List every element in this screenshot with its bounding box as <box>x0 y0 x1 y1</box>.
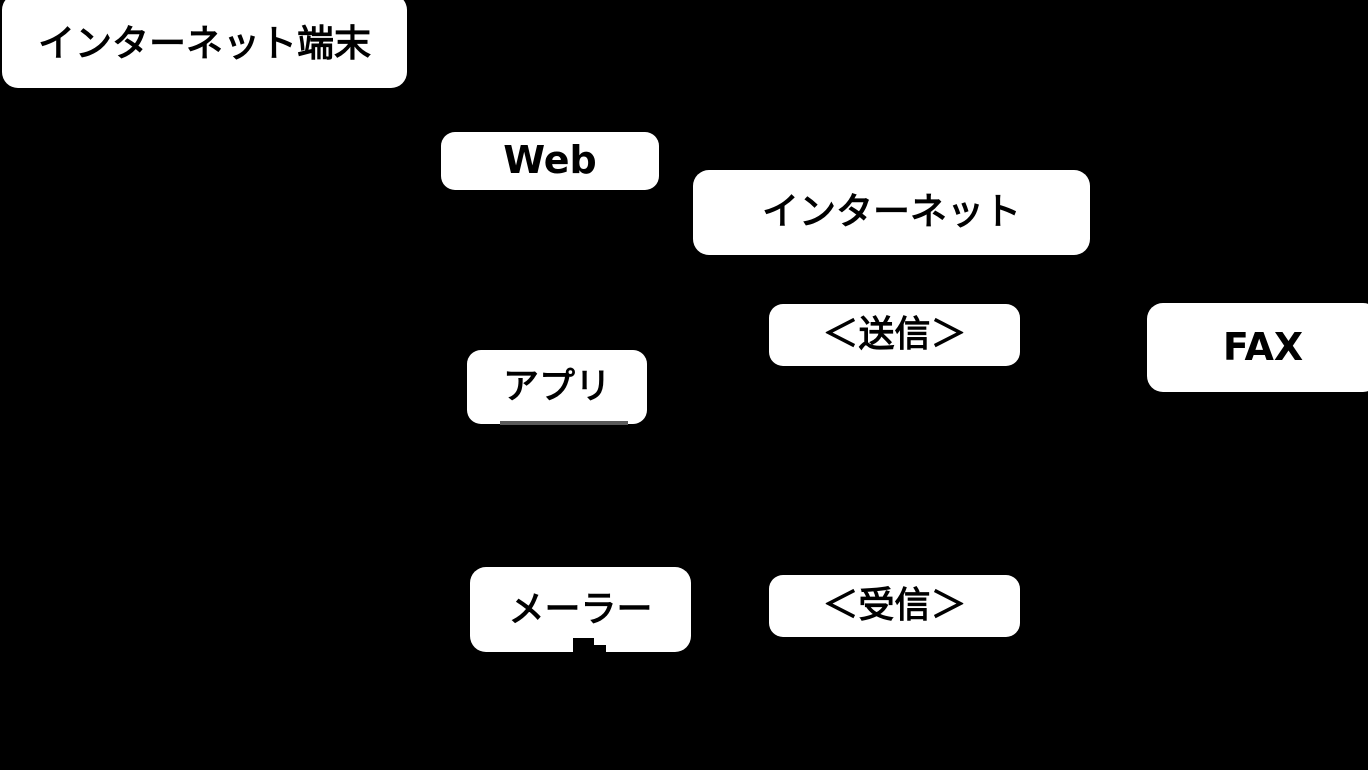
node-fax[interactable]: FAX <box>1147 303 1368 392</box>
mailer-notch-mark <box>573 638 606 652</box>
app-underline-mark <box>500 421 628 425</box>
node-app[interactable]: アプリ <box>467 350 647 424</box>
node-mailer-label: メーラー <box>508 588 653 630</box>
node-receive[interactable]: ＜受信＞ <box>769 575 1020 637</box>
node-receive-label: ＜受信＞ <box>822 585 967 627</box>
node-web[interactable]: Web <box>441 132 659 190</box>
node-internet[interactable]: インターネット <box>693 170 1090 255</box>
node-internet-terminal[interactable]: インターネット端末 <box>2 0 407 88</box>
node-send-label: ＜送信＞ <box>822 314 967 356</box>
node-web-label: Web <box>503 138 597 183</box>
node-app-label: アプリ <box>502 366 611 408</box>
node-fax-label: FAX <box>1222 324 1304 369</box>
node-internet-terminal-label: インターネット端末 <box>38 21 371 65</box>
node-send[interactable]: ＜送信＞ <box>769 304 1020 366</box>
node-mailer[interactable]: メーラー <box>470 567 691 652</box>
node-internet-label: インターネット <box>762 190 1021 234</box>
